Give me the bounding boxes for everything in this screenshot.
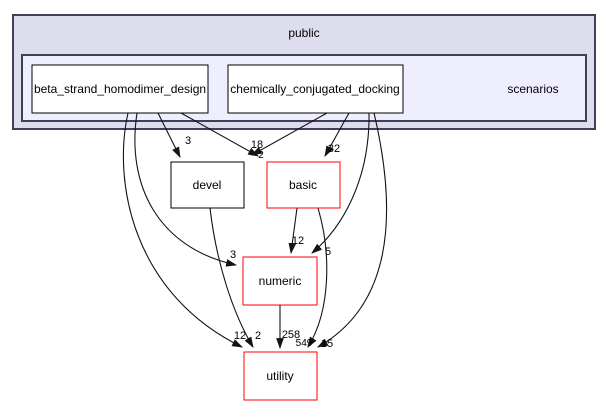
- edge-label-beta-basic: 18: [251, 139, 263, 151]
- node-basic[interactable]: basic: [266, 161, 341, 209]
- edge-beta-utility: [122, 112, 243, 348]
- node-beta-box[interactable]: [31, 64, 209, 114]
- edge-label-beta-numeric: 3: [230, 249, 236, 261]
- edges: [122, 112, 388, 350]
- node-devel-label[interactable]: devel: [193, 178, 222, 192]
- node-beta-label[interactable]: beta_strand_homodimer_design: [34, 82, 206, 96]
- edge-chem-numeric: [311, 112, 370, 254]
- cluster-scenarios-label[interactable]: scenarios: [507, 82, 558, 96]
- node-chemically-conjugated-docking[interactable]: chemically_conjugated_docking: [227, 64, 404, 114]
- node-beta-strand-homodimer-design[interactable]: beta_strand_homodimer_design: [31, 64, 209, 114]
- edge-devel-utility: [209, 207, 254, 348]
- edge-label-devel-utility: 2: [255, 330, 261, 342]
- edge-chem-devel: [251, 112, 328, 156]
- node-utility-box[interactable]: [243, 351, 318, 401]
- edge-label-chem-numeric: 5: [325, 246, 331, 258]
- node-chem-box[interactable]: [227, 64, 404, 114]
- edge-beta-basic: [180, 112, 259, 157]
- node-chem-label[interactable]: chemically_conjugated_docking: [230, 82, 399, 96]
- edge-beta-numeric: [134, 112, 238, 267]
- edge-label-chem-utility: 15: [321, 338, 333, 350]
- edge-basic-numeric: [288, 207, 298, 255]
- edge-beta-devel: [157, 112, 181, 158]
- cluster-public-label[interactable]: public: [288, 26, 319, 40]
- edge-label-chem-basic: 32: [328, 143, 340, 155]
- node-devel-box[interactable]: [170, 161, 245, 209]
- node-devel[interactable]: devel: [170, 161, 245, 209]
- edge-labels: 3 18 2 32 3 12 5 12 2 258 549 15: [185, 135, 340, 350]
- edge-label-numeric-utility: 258: [282, 329, 300, 341]
- edge-label-basic-numeric: 12: [292, 235, 304, 247]
- node-numeric-label[interactable]: numeric: [259, 274, 302, 288]
- node-numeric-box[interactable]: [242, 256, 318, 306]
- edge-label-chem-devel: 2: [258, 150, 264, 161]
- node-numeric[interactable]: numeric: [242, 256, 318, 306]
- node-basic-box[interactable]: [266, 161, 341, 209]
- node-utility[interactable]: utility: [243, 351, 318, 401]
- edge-label-basic-utility: 549: [296, 338, 313, 349]
- node-basic-label[interactable]: basic: [289, 178, 317, 192]
- edge-chem-utility: [317, 112, 388, 348]
- edge-chem-basic: [324, 112, 350, 157]
- edge-basic-utility: [307, 207, 328, 348]
- edge-label-beta-utility: 12: [234, 330, 246, 342]
- edge-label-beta-devel: 3: [185, 135, 191, 147]
- node-utility-label[interactable]: utility: [266, 369, 293, 383]
